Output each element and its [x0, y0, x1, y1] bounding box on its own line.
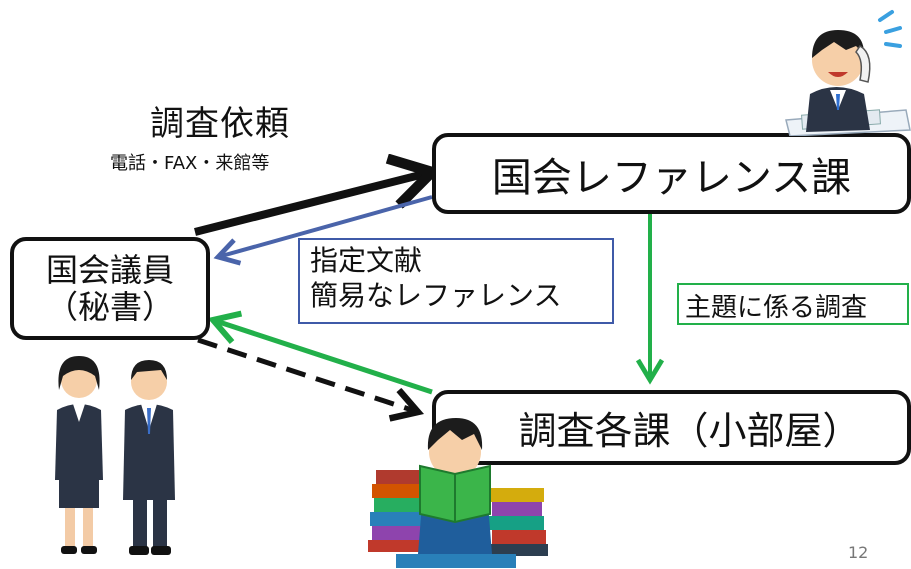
reference-division-box: 国会レファレンス課	[432, 133, 911, 214]
topic-research-label: 主題に係る調査	[677, 283, 909, 325]
researcher-books-illustration	[368, 418, 548, 568]
book-stack-right-3	[486, 516, 544, 530]
operator-hair	[812, 30, 864, 58]
woman-shoe-left	[61, 546, 77, 554]
operator-tie	[836, 94, 840, 110]
man-face	[131, 364, 167, 400]
ringing-mark-1	[878, 10, 894, 22]
woman-skirt	[59, 478, 99, 508]
member-box: 国会議員 （秘書）	[10, 237, 210, 340]
man-tie	[147, 408, 151, 434]
man-jacket	[123, 404, 175, 500]
research-reply-arrow	[213, 320, 433, 395]
man-shoe-right	[151, 546, 171, 555]
book-stack-left-5	[372, 484, 426, 498]
operator-mouth	[828, 72, 848, 77]
research-divisions-box: 調査各課（小部屋）	[432, 390, 911, 465]
woman-leg-left	[65, 508, 75, 548]
documents-label: 指定文献 簡易なレファレンス	[298, 238, 614, 324]
request-arrow	[194, 172, 432, 236]
researcher-hair	[427, 418, 483, 450]
researcher-face	[429, 426, 481, 478]
man-leg-right	[153, 500, 167, 548]
book-stack-right-4	[492, 502, 542, 516]
request-channels: 電話・FAX・来館等	[110, 153, 270, 174]
documents-arrow	[218, 195, 433, 257]
secretary-woman	[55, 356, 103, 554]
book-stack-left-1	[368, 540, 428, 552]
book-stack-right-5	[490, 488, 544, 502]
woman-jacket	[55, 404, 103, 480]
phone-operator-illustration	[785, 10, 911, 136]
book-stack-right-2	[492, 530, 546, 544]
member-label-line2: （秘書）	[45, 287, 174, 326]
member-label-line1: 国会議員	[45, 250, 174, 289]
ringing-mark-2	[884, 26, 902, 34]
topic-research-label-text: 主題に係る調査	[685, 293, 868, 323]
research-divisions-label: 調査各課（小部屋）	[518, 409, 861, 453]
book-bottom-1	[396, 554, 516, 568]
book-stack-left-3	[370, 512, 428, 526]
book-stack-left-2	[372, 526, 426, 540]
woman-shoe-right	[81, 546, 97, 554]
secretary-man	[123, 360, 175, 555]
book-stack-left-4	[374, 498, 424, 512]
ringing-mark-3	[884, 42, 902, 48]
man-hair	[131, 360, 167, 380]
man-shoe-left	[129, 546, 149, 555]
request-title: 調査依頼	[150, 104, 290, 144]
documents-label-line1: 指定文献	[310, 244, 423, 277]
reference-division-label: 国会レファレンス課	[491, 154, 852, 201]
woman-blouse	[73, 404, 85, 422]
secretaries-illustration	[55, 356, 175, 555]
man-leg-left	[133, 500, 147, 548]
direct-request-dashed-arrow	[197, 337, 418, 412]
woman-hair	[58, 356, 100, 390]
book-stack-left-6	[376, 470, 422, 484]
phone-receiver	[855, 45, 871, 83]
woman-leg-right	[83, 508, 93, 548]
page-number: 12	[848, 543, 869, 562]
documents-label-line2: 簡易なレファレンス	[310, 279, 562, 312]
book-stack-right-1	[488, 544, 548, 556]
